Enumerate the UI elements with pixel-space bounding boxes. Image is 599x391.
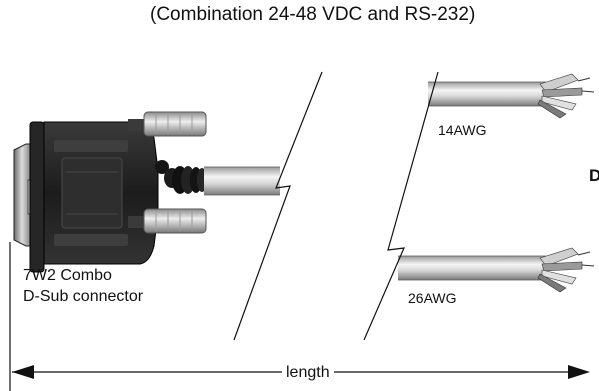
- connector-label-line2: D-Sub connector: [23, 288, 144, 305]
- connector-label: 7W2 Combo D-Sub connector: [23, 265, 143, 307]
- cut-off-label: D: [589, 166, 599, 185]
- connector-label-line1: 7W2 Combo: [23, 267, 112, 284]
- main-cable: [204, 166, 280, 196]
- diagram-subtitle: (Combination 24-48 VDC and RS-232): [150, 4, 476, 25]
- wire-gauge-label-14awg: 14AWG: [438, 122, 487, 138]
- upper-thumbscrew: [128, 111, 207, 137]
- length-label: length: [282, 364, 334, 383]
- connector-flange: [29, 121, 45, 273]
- length-arrow-left: [12, 365, 34, 379]
- lower-thumbscrew: [128, 208, 207, 234]
- dsub-connector: [13, 111, 207, 273]
- length-arrow-right: [568, 365, 590, 379]
- cable-break-line-right: [363, 71, 439, 341]
- cable-break-line-left: [233, 71, 323, 341]
- cable-14awg: [428, 73, 595, 119]
- strain-relief: [155, 160, 207, 194]
- cable-26awg: [398, 247, 595, 293]
- wire-gauge-label-26awg: 26AWG: [408, 290, 457, 306]
